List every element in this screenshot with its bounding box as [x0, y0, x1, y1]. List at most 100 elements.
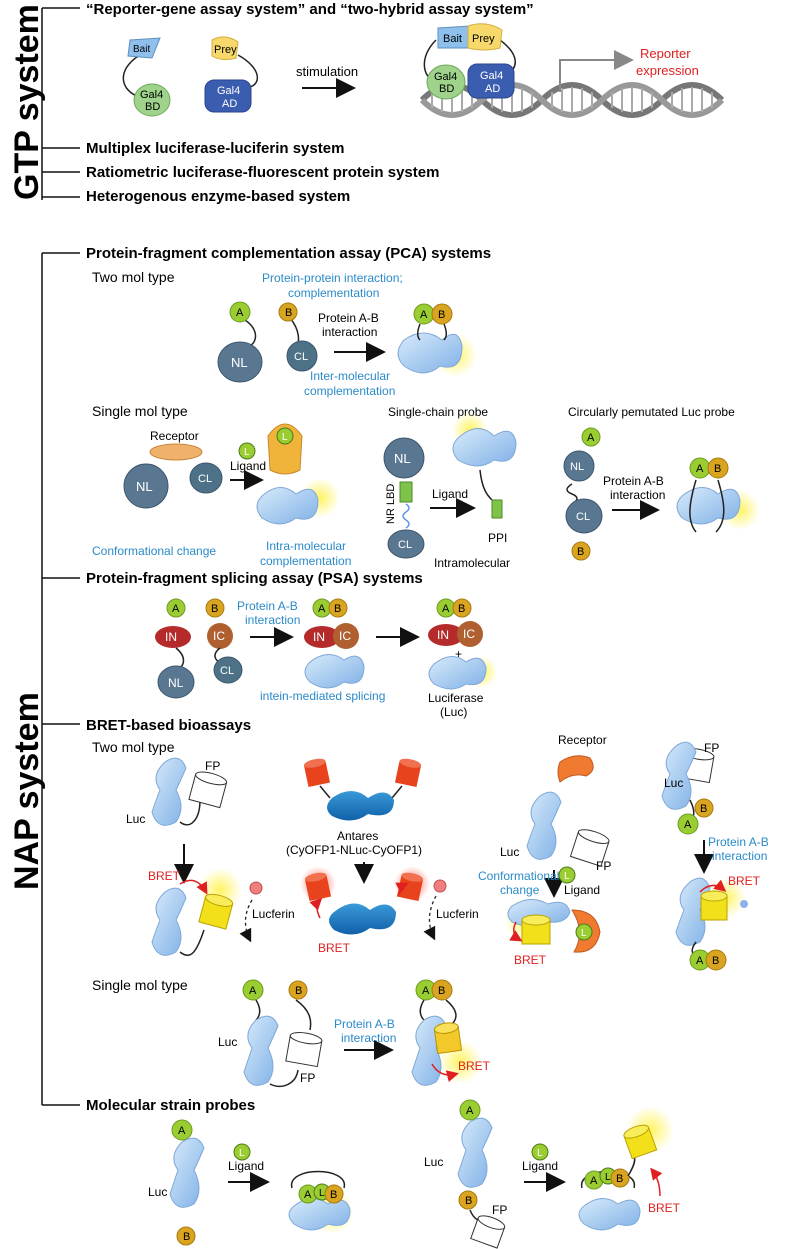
gal4-bd-label-2: BD	[145, 101, 160, 113]
psa-ic: IC	[213, 629, 225, 643]
dna-helix	[419, 82, 725, 118]
psa-prod-b: B	[458, 603, 465, 615]
pca-prod-a: A	[420, 309, 428, 321]
pca-ppi-label: Protein-protein interaction;	[262, 271, 403, 285]
pca-two-mol-product: A B	[397, 303, 477, 377]
psa-plus: +	[455, 647, 462, 661]
strain-left: A B	[169, 1119, 205, 1246]
strain-rp-b: B	[616, 1173, 623, 1185]
bret3-fp: FP	[596, 859, 611, 873]
bret-single-mol-label: Single mol type	[92, 977, 188, 993]
bret3-conf-2: change	[500, 883, 540, 897]
nrlbd-label: NR LBD	[385, 484, 397, 524]
reporter-label-2: expression	[636, 63, 699, 78]
pca-b-label: B	[285, 307, 292, 319]
psa-nl: NL	[168, 676, 184, 690]
strain-l-ligand: Ligand	[228, 1159, 264, 1173]
prey-gal4ad-construct: Prey Gal4 AD	[204, 36, 258, 113]
circ-product: A B	[676, 457, 760, 533]
pca-prod-b: B	[438, 309, 445, 321]
pca-two-mol-left: A NL B CL	[217, 301, 318, 383]
nap-bracket	[41, 252, 80, 1106]
bret1-lucferin: Lucferin	[252, 907, 295, 921]
pca-receptor-prod-l: L	[282, 432, 288, 443]
bret1-bret: BRET	[148, 869, 181, 883]
bret3-bret: BRET	[514, 953, 547, 967]
complex-ad-label-2: AD	[485, 83, 500, 95]
single-chain-probe: NL CL	[383, 437, 425, 559]
strain-r-a: A	[466, 1105, 474, 1117]
bret3-l: L	[564, 871, 570, 882]
circ-b: B	[577, 546, 584, 558]
bret3-receptor: Receptor	[558, 733, 607, 747]
antares-label: Antares	[337, 829, 378, 843]
pca-ab-label: Protein A-B	[318, 311, 379, 325]
reporter-label: Reporter	[640, 46, 691, 61]
strain-header: Molecular strain probes	[86, 1097, 255, 1114]
psa-prod-a: A	[442, 603, 450, 615]
antares-bottom	[300, 866, 447, 941]
pca-a-label: A	[236, 307, 244, 319]
psa-mid-ic: IC	[339, 629, 351, 643]
antares-lucferin: Lucferin	[436, 907, 479, 921]
circ-prod-a: A	[696, 463, 704, 475]
pca-two-mol-label: Two mol type	[92, 269, 175, 285]
reporter-arrow	[559, 50, 634, 92]
gal4-ad-label-2: AD	[222, 98, 237, 110]
gtp-vertical-label: GTP system	[8, 4, 46, 200]
psa-b: B	[211, 603, 218, 615]
bret4-fp: FP	[704, 741, 719, 755]
bret3-luc: Luc	[500, 845, 519, 859]
circ-perm-probe: A NL CL B	[563, 427, 603, 561]
psa-mid-a: A	[318, 603, 326, 615]
strain-l-luc: Luc	[148, 1185, 167, 1199]
bret-s-luc: Luc	[218, 1035, 237, 1049]
psa-header: Protein-fragment splicing assay (PSA) sy…	[86, 570, 423, 587]
bret-col1-top	[151, 757, 228, 826]
strain-lp-b: B	[330, 1189, 337, 1201]
circ-ab-label-2: interaction	[610, 488, 665, 502]
bret3-conf: Conformational	[478, 869, 559, 883]
gal4-bd-label: Gal4	[140, 89, 163, 101]
antares-top	[303, 758, 422, 821]
pca-receptor-product: L	[256, 423, 340, 525]
psa-mid-in: IN	[313, 630, 325, 644]
strain-r-product: A L B	[578, 1106, 674, 1231]
circ-prod-b: B	[714, 463, 721, 475]
bret-sp-a: A	[422, 985, 430, 997]
gtp-item-2: Ratiometric luciferase-fluorescent prote…	[86, 164, 439, 181]
strain-lp-l: L	[319, 1188, 325, 1199]
psa-mid-b: B	[334, 603, 341, 615]
ppi-label: PPI	[488, 531, 507, 545]
intramolecular-label: Intramolecular	[434, 556, 510, 570]
bret-single-left: A B	[242, 979, 323, 1088]
strain-r-b: B	[465, 1195, 472, 1207]
psa-product: A B IN IC +	[428, 598, 498, 690]
psa-cl: CL	[220, 665, 234, 677]
sc-ligand-label: Ligand	[432, 487, 468, 501]
pca-inter-label: Inter-molecular	[310, 369, 390, 383]
strain-l-product: A L B	[288, 1170, 354, 1234]
bret3-prod-l: L	[581, 928, 587, 939]
circ-a: A	[587, 432, 595, 444]
bret4-luc: Luc	[664, 776, 683, 790]
pca-cl-label: CL	[294, 351, 308, 363]
pca-ab-label-2: interaction	[322, 325, 377, 339]
bret-s-ab: Protein A-B	[334, 1017, 395, 1031]
bait-label: Bait	[133, 44, 150, 55]
strain-l-b: B	[183, 1231, 190, 1243]
strain-r-luc: Luc	[424, 1155, 443, 1169]
pca-nl-label: NL	[231, 355, 248, 370]
sc-nl-label: NL	[394, 451, 411, 466]
complex-bait-label: Bait	[443, 33, 462, 45]
complex-bd-label: Gal4	[434, 71, 457, 83]
circ-ab-label: Protein A-B	[603, 474, 664, 488]
complex-prey-label: Prey	[472, 33, 495, 45]
gtp-item-1: Multiplex luciferase-luciferin system	[86, 140, 344, 157]
psa-luc-label: (Luc)	[440, 705, 467, 719]
circ-cl: CL	[576, 511, 590, 523]
bret-single-product: A B	[411, 979, 482, 1086]
psa-prod-in: IN	[437, 628, 449, 642]
strain-rp-a: A	[590, 1175, 598, 1187]
strain-right: A B	[457, 1099, 506, 1249]
